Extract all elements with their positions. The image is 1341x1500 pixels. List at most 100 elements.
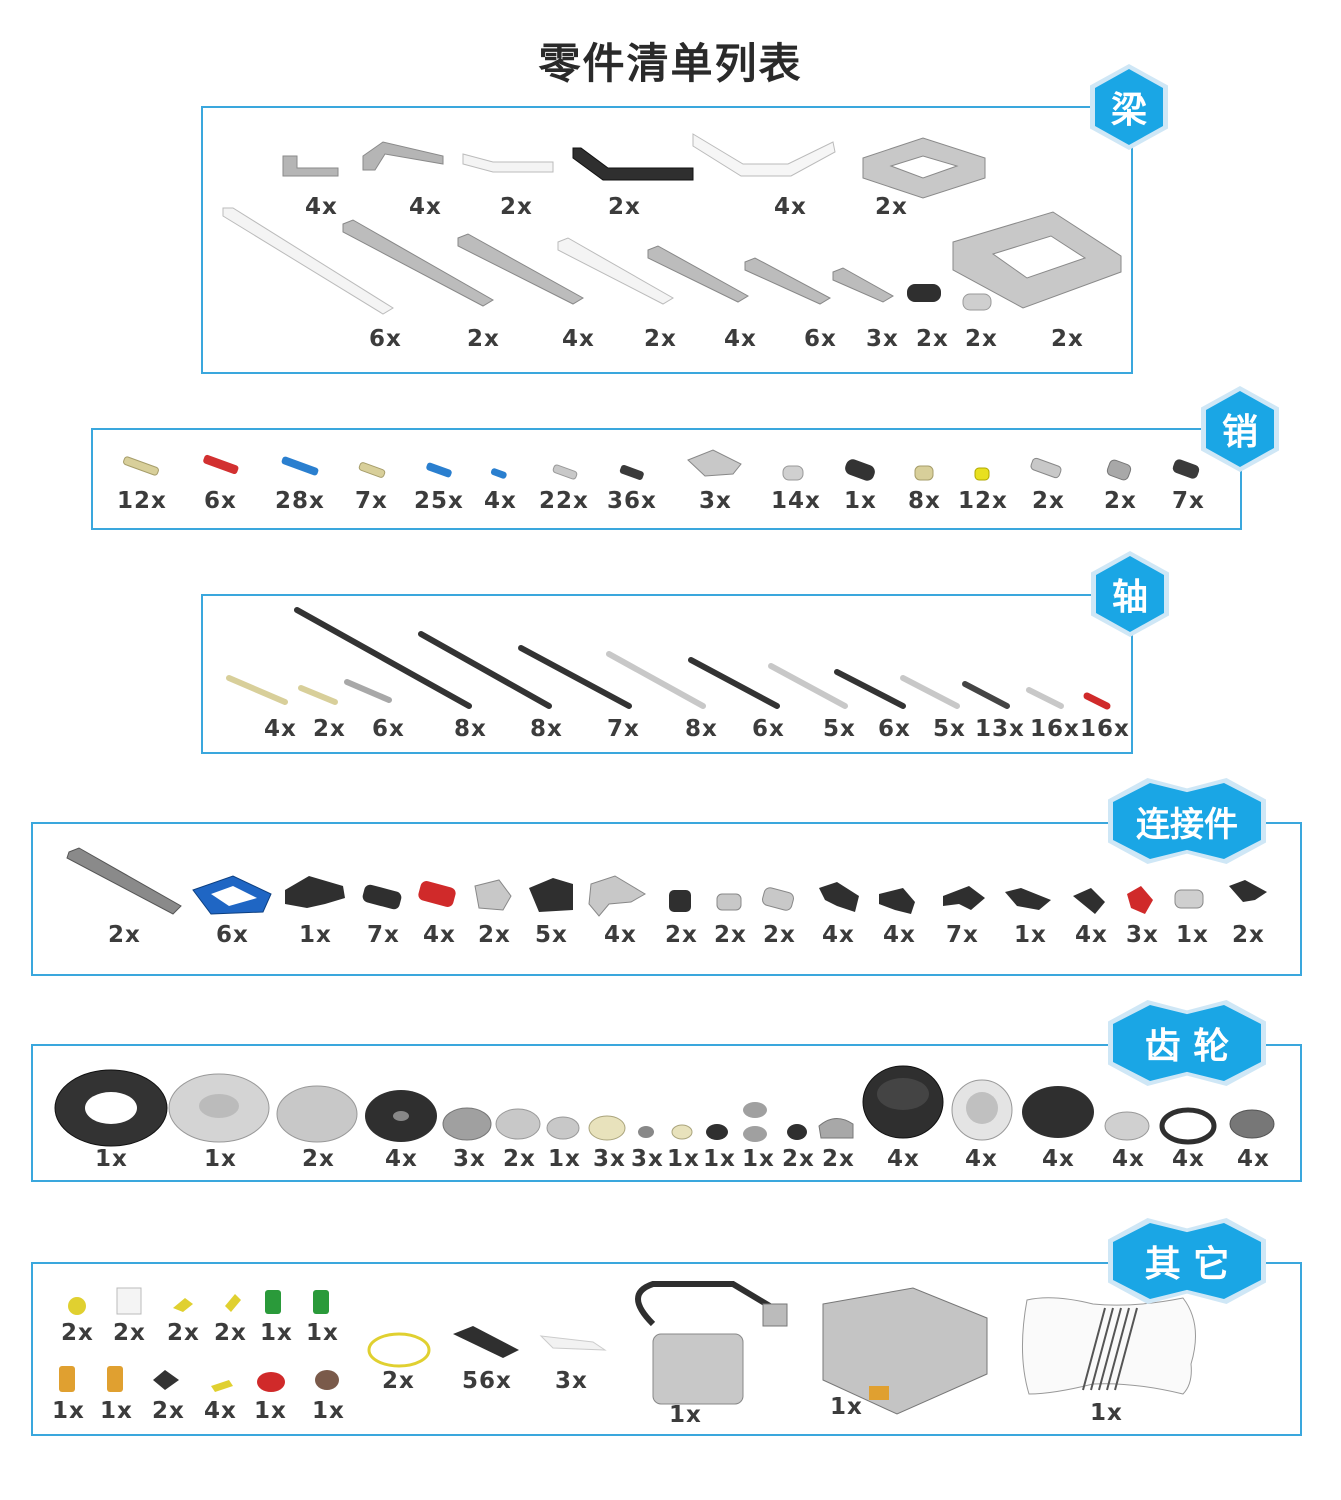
others-label: 其 它 [1113,1223,1261,1299]
pin-qty: 2x [1032,488,1065,514]
pin-qty: 8x [908,488,941,514]
axle-qty: 6x [878,716,911,742]
pin-qty: 14x [771,488,821,514]
pin-qty: 36x [607,488,657,514]
beam-l-medium [362,141,444,171]
axle-qty: 8x [454,716,487,742]
beam-15-white [222,207,394,315]
connector-qty: 4x [1075,922,1108,948]
other-qty: 2x [152,1398,185,1424]
other-qty: 4x [204,1398,237,1424]
beams-label: 梁 [1095,69,1163,145]
gear-qty: 4x [887,1146,920,1172]
gear-qty: 3x [453,1146,486,1172]
pin-qty: 1x [844,488,877,514]
beam-bent-white [462,153,554,173]
gear-qty: 2x [302,1146,335,1172]
axle-qty: 4x [264,716,297,742]
axles-illustrations [226,607,1111,710]
beam-qty: 2x [500,194,533,220]
other-qty: 1x [254,1398,287,1424]
other-qty: 3x [555,1368,588,1394]
gears-hex-label: 齿 轮 [1108,1000,1266,1086]
gear-qty: 4x [1172,1146,1205,1172]
axles-panel: 4x 2x 6x 8x 8x 7x 8x 6x 5x 6x 5x 13x 16x… [201,594,1133,754]
connectors-panel: 2x 6x 1x 7x 4x 2x 5x 4x 2x 2x 2x 4x 4x 7… [31,822,1302,976]
connector-qty: 2x [108,922,141,948]
beams-panel: 4x 4x 2x 2x 4x 2x 6x 2x 4x 2x 4x 6x 3x 2… [201,106,1133,374]
gears-illustrations [54,1065,1275,1147]
gear-qty: 1x [703,1146,736,1172]
axle-qty: 2x [313,716,346,742]
pins-label: 销 [1206,391,1274,467]
pin-qty: 7x [355,488,388,514]
connector-qty: 2x [478,922,511,948]
gears-label: 齿 轮 [1113,1005,1261,1081]
beam-qty: 6x [369,326,402,352]
pin-qty: 7x [1172,488,1205,514]
pin-qty: 4x [484,488,517,514]
axle-qty: 5x [823,716,856,742]
beam-qty: 2x [1051,326,1084,352]
connector-qty: 7x [946,922,979,948]
beams-illustrations [222,133,1122,315]
axle-qty: 5x [933,716,966,742]
pins-illustrations [123,449,1200,481]
beam-11-grey [457,233,584,305]
connectors-label: 连接件 [1113,783,1261,859]
beam-5-grey [832,267,894,303]
other-qty: 2x [382,1368,415,1394]
beam-2-black [907,284,941,302]
gear-qty: 4x [1237,1146,1270,1172]
other-qty: 1x [830,1394,863,1420]
axle-qty: 16x [1080,716,1130,742]
gears-panel: 1x 1x 2x 4x 3x 2x 1x 3x 3x 1x 1x 1x 2x 2… [31,1044,1302,1182]
beam-11-white [557,237,674,305]
beam-qty: 4x [409,194,442,220]
beam-qty: 2x [916,326,949,352]
connector-qty: 3x [1126,922,1159,948]
gear-qty: 2x [782,1146,815,1172]
beam-qty: 4x [562,326,595,352]
pins-hex-label: 销 [1201,386,1279,472]
gear-qty: 3x [593,1146,626,1172]
connector-qty: 2x [763,922,796,948]
axle-qty: 6x [372,716,405,742]
beam-frame [862,137,986,199]
other-qty: 56x [462,1368,512,1394]
beam-qty: 4x [774,194,807,220]
connector-qty: 1x [1014,922,1047,948]
connectors-hex-label: 连接件 [1108,778,1266,864]
beam-7-grey [744,257,832,305]
beam-qty: 3x [866,326,899,352]
others-illustrations [59,1281,1196,1415]
pins-panel: 12x 6x 28x 7x 25x 4x 22x 36x 3x 14x 1x 8… [91,428,1242,530]
gear-qty: 1x [548,1146,581,1172]
axle-qty: 8x [685,716,718,742]
others-panel: 2x 2x 2x 2x 1x 1x 1x 1x 2x 4x 1x 1x 2x 5… [31,1262,1302,1436]
gear-qty: 1x [95,1146,128,1172]
beam-qty: 6x [804,326,837,352]
other-qty: 2x [214,1320,247,1346]
gear-qty: 3x [631,1146,664,1172]
page-title: 零件清单列表 [538,39,803,88]
gear-qty: 1x [742,1146,775,1172]
pin-qty: 12x [117,488,167,514]
connectors-illustrations [66,847,1267,917]
connector-qty: 2x [665,922,698,948]
other-qty: 1x [669,1402,702,1428]
pin-qty: 3x [699,488,732,514]
other-qty: 1x [306,1320,339,1346]
axles-label: 轴 [1096,556,1164,632]
others-hex-label: 其 它 [1108,1218,1266,1304]
other-qty: 1x [312,1398,345,1424]
axle-qty: 13x [975,716,1025,742]
pin-qty: 6x [204,488,237,514]
connector-qty: 1x [1176,922,1209,948]
gear-qty: 1x [667,1146,700,1172]
other-qty: 1x [1090,1400,1123,1426]
connector-qty: 2x [1232,922,1265,948]
other-qty: 2x [113,1320,146,1346]
beam-qty: 2x [608,194,641,220]
beam-bent-black [572,147,694,181]
